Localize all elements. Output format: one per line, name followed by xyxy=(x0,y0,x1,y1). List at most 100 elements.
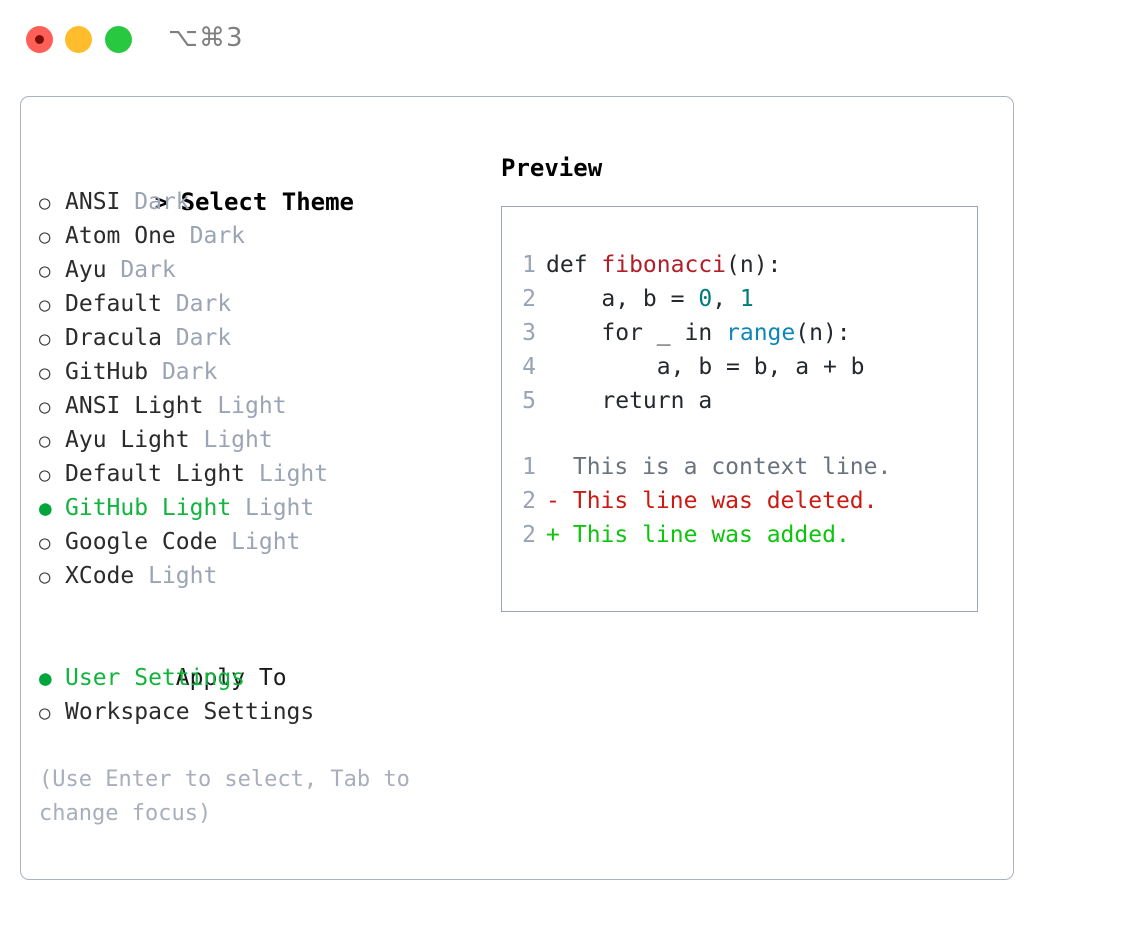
line-number: 1 xyxy=(522,252,536,278)
radio-selected-icon: ● xyxy=(39,666,52,690)
keyboard-hint: (Use Enter to select, Tab to change focu… xyxy=(39,767,410,826)
code-token: for _ in xyxy=(546,320,727,346)
theme-list-item[interactable]: ○Atom One Dark xyxy=(39,219,479,253)
diff-sign: + xyxy=(546,522,560,548)
radio-unselected-icon: ○ xyxy=(39,702,51,724)
line-number: 4 xyxy=(522,354,536,380)
theme-name: Atom One xyxy=(65,223,190,249)
minimize-window-button[interactable] xyxy=(65,26,92,53)
code-token: , xyxy=(712,286,740,312)
code-line: 2 a, b = 0, 1 xyxy=(514,282,964,316)
prompt-caret-icon: > xyxy=(154,190,169,216)
theme-variant-badge: Dark xyxy=(161,359,218,385)
theme-list-item[interactable]: ○XCode Light xyxy=(39,559,479,593)
apply-to-option[interactable]: ○ Workspace Settings xyxy=(39,695,479,729)
apply-to-heading: Apply To xyxy=(39,627,479,691)
theme-list-item[interactable]: ○ ANSI Dark xyxy=(39,185,479,219)
theme-variant-badge: Dark xyxy=(175,291,232,317)
theme-name: ANSI Light xyxy=(65,393,218,419)
theme-list-item[interactable]: ○ Dracula Dark xyxy=(39,321,479,355)
theme-name: Google Code xyxy=(65,529,232,555)
apply-to-options: ● User Settings ○ Workspace Settings xyxy=(39,661,479,729)
theme-variant-badge: Light xyxy=(231,529,301,555)
diff-text: This line was added. xyxy=(559,522,850,548)
theme-list-item[interactable]: ○ANSI Light Light xyxy=(39,389,479,423)
code-token: a, b = xyxy=(546,286,699,312)
theme-list: ○ANSI Dark○Atom One Dark○Ayu Dark○Defaul… xyxy=(39,185,479,593)
line-number: 2 xyxy=(522,488,536,514)
theme-list-item[interactable]: ● GitHub Light Light xyxy=(39,491,479,525)
line-number: 2 xyxy=(522,522,536,548)
theme-name: Dracula xyxy=(65,325,176,351)
radio-unselected-icon: ○ xyxy=(39,192,51,214)
diff-line: 2- This line was deleted. xyxy=(514,484,964,518)
theme-variant-badge: Light xyxy=(245,495,315,521)
code-token: 0 xyxy=(698,286,713,312)
apply-to-option-label: User Settings xyxy=(65,665,246,691)
code-token: 1 xyxy=(739,286,754,312)
radio-selected-icon: ● xyxy=(39,496,52,520)
radio-unselected-icon: ○ xyxy=(39,328,51,350)
code-line: 4 a, b = b, a + b xyxy=(514,350,964,384)
radio-unselected-icon: ○ xyxy=(39,464,51,486)
apply-to-label: Apply To xyxy=(175,665,287,691)
theme-name: GitHub Light xyxy=(65,495,246,521)
radio-unselected-icon: ○ xyxy=(39,566,51,588)
theme-name: Default xyxy=(65,291,176,317)
theme-variant-badge: Light xyxy=(258,461,329,487)
apply-to-option-label: Workspace Settings xyxy=(65,699,315,725)
line-number: 3 xyxy=(522,320,536,346)
theme-name: Default Light xyxy=(65,461,259,487)
theme-list-item[interactable]: ○Ayu Dark xyxy=(39,253,479,287)
diff-line: 1 This is a context line. xyxy=(514,450,964,484)
apply-to-option[interactable]: ● User Settings xyxy=(39,661,479,695)
line-number: 2 xyxy=(522,286,536,312)
diff-sign: - xyxy=(546,488,560,514)
section-spacer xyxy=(39,593,479,627)
theme-list-item[interactable]: ○Default Dark xyxy=(39,287,479,321)
theme-list-item[interactable]: ○GitHub Dark xyxy=(39,355,479,389)
theme-variant-badge: Light xyxy=(203,427,273,453)
theme-name: ANSI xyxy=(65,189,135,215)
code-diff-spacer xyxy=(514,418,964,450)
theme-variant-badge: Dark xyxy=(120,257,176,283)
diff-lines: 1 This is a context line.2- This line wa… xyxy=(514,450,964,552)
theme-selector-panel: >Select Theme ○ANSI Dark○Atom One Dark○A… xyxy=(39,151,479,831)
code-token: (n): xyxy=(726,252,782,278)
code-line: 5 return a xyxy=(514,384,964,418)
maximize-window-button[interactable] xyxy=(105,26,132,53)
radio-unselected-icon: ○ xyxy=(39,396,51,418)
radio-unselected-icon: ○ xyxy=(39,430,51,452)
theme-name: Ayu Light xyxy=(65,427,204,453)
preview-title: Preview xyxy=(501,154,603,182)
code-line: 3 for _ in range(n): xyxy=(514,316,964,350)
diff-sign xyxy=(546,450,559,484)
theme-list-item[interactable]: ○ Default Light Light xyxy=(39,457,479,491)
code-token: fibonacci xyxy=(601,252,727,278)
theme-list-item[interactable]: ○ Ayu Light Light xyxy=(39,423,479,457)
theme-name: XCode xyxy=(65,563,149,589)
close-icon xyxy=(35,35,44,44)
code-token: (n): xyxy=(795,320,851,346)
theme-variant-badge: Dark xyxy=(134,189,190,215)
theme-variant-badge: Dark xyxy=(175,325,232,351)
theme-list-item[interactable]: ○ Google Code Light xyxy=(39,525,479,559)
code-token: return a xyxy=(546,388,713,414)
page-title-label: Select Theme xyxy=(180,188,354,216)
code-token: def xyxy=(546,252,602,278)
diff-line: 2 + This line was added. xyxy=(514,518,964,552)
main-panel: >Select Theme ○ANSI Dark○Atom One Dark○A… xyxy=(20,96,1014,880)
line-number: 5 xyxy=(522,388,536,414)
code-token: a, b = b, a + b xyxy=(546,354,865,380)
theme-name: Ayu xyxy=(65,257,121,283)
code-token: range xyxy=(726,320,796,346)
radio-unselected-icon: ○ xyxy=(39,532,51,554)
theme-variant-badge: Dark xyxy=(189,223,246,249)
theme-name: GitHub xyxy=(65,359,162,385)
code-line: 1 def fibonacci(n): xyxy=(514,248,964,282)
